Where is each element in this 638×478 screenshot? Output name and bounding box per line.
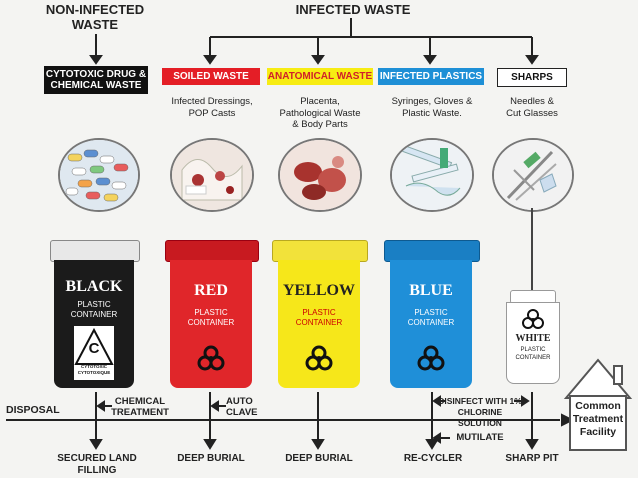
cytotoxic-symbol: C	[88, 340, 100, 357]
non-infected-header: NON-INFECTED WASTE	[45, 2, 145, 32]
yellow-bin: YELLOW PLASTIC CONTAINER	[278, 260, 360, 388]
category-sharps: SHARPS	[497, 68, 567, 87]
yellow-bin-name: YELLOW	[282, 282, 355, 299]
category-cytotoxic: CYTOTOXIC DRUG & CHEMICAL WASTE	[44, 66, 148, 94]
yellow-bin-lid	[272, 240, 368, 262]
white-bin-sub: PLASTIC CONTAINER	[515, 347, 551, 361]
plastics-image	[390, 138, 474, 212]
sharps-connector	[531, 208, 533, 290]
desc-sharps: Needles & Cut Glasses	[506, 96, 558, 119]
blue-bin-lid	[384, 240, 480, 262]
infected-header: INFECTED WASTE	[295, 2, 411, 17]
black-bin-sub: PLASTIC CONTAINER	[70, 300, 118, 319]
desc-infected-plastics: Syringes, Gloves & Plastic Waste.	[391, 96, 473, 119]
red-bin-name: RED	[194, 282, 228, 299]
blue-bin-name: BLUE	[409, 282, 453, 299]
yellow-bin-sub: PLASTIC CONTAINER	[295, 308, 343, 327]
blue-bin-sub: PLASTIC CONTAINER	[407, 308, 455, 327]
final-secured-land-filling: SECURED LAND FILLING	[57, 453, 137, 476]
mutilate-label: MUTILATE	[456, 432, 504, 443]
disposal-label: DISPOSAL	[6, 404, 60, 416]
biohazard-icon	[417, 345, 445, 371]
final-sharp-pit: SHARP PIT	[505, 453, 559, 464]
final-recycler: RE-CYCLER	[403, 453, 463, 464]
biohazard-icon	[305, 345, 333, 371]
final-deep-burial-red: DEEP BURIAL	[177, 453, 245, 464]
dressings-image	[170, 138, 254, 212]
disposal-flow	[6, 392, 575, 450]
black-bin-lid	[50, 240, 140, 262]
red-bin-sub: PLASTIC CONTAINER	[187, 308, 235, 327]
category-anatomical: ANATOMICAL WASTE	[267, 68, 373, 85]
biohazard-icon	[197, 345, 225, 371]
final-deep-burial-yellow: DEEP BURIAL	[285, 453, 353, 464]
cytotoxic-caption: CYTOTOXIC CYTOTOXIQUE	[77, 364, 111, 375]
desc-soiled: Infected Dressings, POP Casts	[171, 96, 253, 119]
autoclave-label: AUTO CLAVE	[226, 396, 258, 418]
anatomical-image	[278, 138, 362, 212]
category-infected-plastics: INFECTED PLASTICS	[378, 68, 484, 85]
black-bin-name: BLACK	[65, 278, 123, 295]
pills-image	[58, 138, 140, 212]
blue-bin: BLUE PLASTIC CONTAINER	[390, 260, 472, 388]
disinfect-label: DISINFECT WITH 1% CHLORINE SOLUTION	[438, 396, 522, 428]
white-bin: WHITE PLASTIC CONTAINER	[506, 302, 560, 384]
category-soiled: SOILED WASTE	[162, 68, 260, 85]
top-connectors	[89, 18, 539, 65]
desc-anatomical: Placenta, Pathological Waste & Body Part…	[279, 96, 361, 130]
red-bin: RED PLASTIC CONTAINER	[170, 260, 252, 388]
red-bin-lid	[165, 240, 259, 262]
black-bin: BLACK PLASTIC CONTAINER C CYTOTOXIC CYTO…	[54, 260, 134, 388]
sharps-image	[492, 138, 574, 212]
white-bin-name: WHITE	[515, 333, 551, 344]
cytotoxic-badge: C CYTOTOXIC CYTOTOXIQUE	[74, 326, 114, 380]
facility-label: Common Treatment Facility	[572, 400, 624, 438]
biohazard-icon	[522, 309, 544, 329]
chemical-treatment-label: CHEMICAL TREATMENT	[111, 396, 169, 418]
facility-house-icon	[563, 358, 633, 451]
